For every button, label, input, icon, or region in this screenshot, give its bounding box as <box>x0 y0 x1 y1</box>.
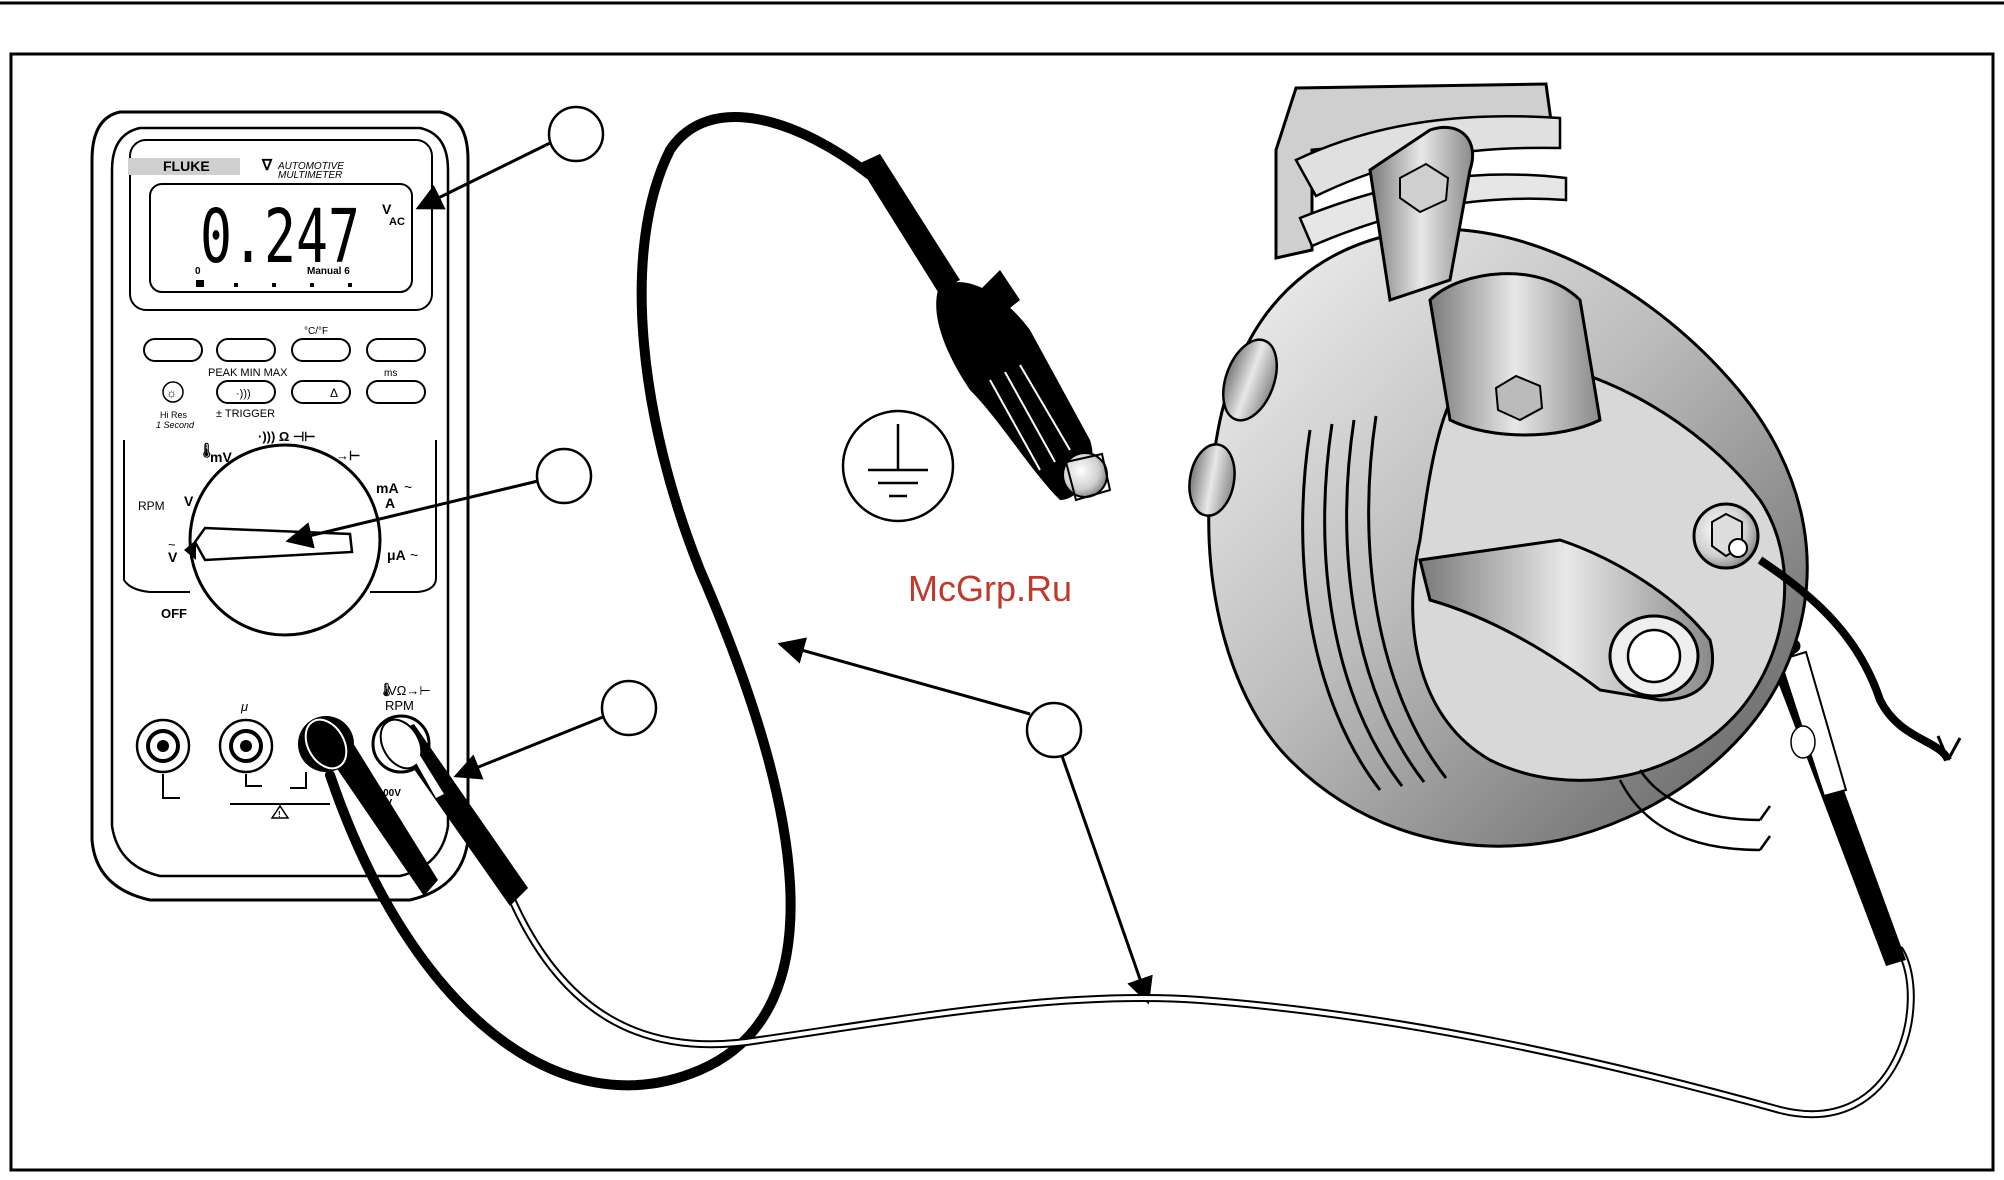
delta-logo-icon: ∇ <box>261 157 273 174</box>
diode-label: →⊢ <box>336 448 360 463</box>
off-label: OFF <box>161 606 187 621</box>
peak-min-max-label: PEAK MIN MAX <box>208 367 288 379</box>
mu-label: μ <box>240 699 248 714</box>
lcd-bargraph-zero: 0 <box>195 266 201 277</box>
ac-v-label: V <box>168 549 178 565</box>
relative-button[interactable] <box>292 381 350 403</box>
ma-a-label-bottom: A <box>385 495 395 511</box>
voltage-lead-wire-outline <box>510 895 1911 1114</box>
beeper-icon: ·))) <box>236 388 251 400</box>
input-label-top: VΩ→⊢ <box>388 683 431 698</box>
callout-circle-3 <box>602 681 656 735</box>
callout-circle-4 <box>1027 703 1081 757</box>
multimeter: FLUKE ∇ AUTOMOTIVE MULTIMETER 0.247 V AC… <box>92 107 1148 1002</box>
svg-text:!: ! <box>278 810 281 819</box>
ua-label: μA <box>387 547 406 563</box>
temp-mv-label: mV <box>210 449 232 465</box>
callout-arrow-4b <box>1062 756 1148 1002</box>
function-button-1[interactable] <box>144 339 202 361</box>
callout-arrow-3 <box>456 717 603 776</box>
function-button-2[interactable] <box>217 339 275 361</box>
ma-a-tilde-icon: ~ <box>404 479 412 495</box>
dc-v-label: V <box>184 493 194 509</box>
sun-icon: ☼ <box>166 386 177 400</box>
trigger-label: ± TRIGGER <box>216 408 275 420</box>
lcd-unit-main: V <box>382 201 392 217</box>
hi-res-label: Hi Res <box>160 410 188 420</box>
rpm-label: RPM <box>138 499 165 513</box>
watermark: McGrp.Ru <box>908 568 1072 609</box>
function-button-4[interactable] <box>367 339 425 361</box>
model-line-2: MULTIMETER <box>278 170 342 181</box>
ground-icon <box>843 411 953 521</box>
ms-button[interactable] <box>367 381 425 403</box>
callout-circle-1 <box>549 107 603 161</box>
temp-unit-button[interactable] <box>292 339 350 361</box>
lcd-range-mode: Manual 6 <box>307 266 350 277</box>
ua-tilde-icon: ~ <box>410 547 418 563</box>
lcd-unit-sub: AC <box>389 216 405 228</box>
callout-circle-2 <box>537 449 591 503</box>
callout-arrow-4a <box>780 644 1030 714</box>
one-second-label: 1 Second <box>156 420 195 430</box>
continuity-ohm-cap-label: ·))) Ω ⊣⊢ <box>258 429 316 444</box>
ms-label: ms <box>384 368 397 379</box>
distributor-assembly <box>1184 84 1960 850</box>
delta-label: Δ <box>330 386 338 400</box>
input-label-bottom: RPM <box>385 698 414 713</box>
temp-unit-label: °C/°F <box>304 326 328 337</box>
ma-a-label-top: mA <box>376 480 399 496</box>
brand-label: FLUKE <box>163 158 210 174</box>
